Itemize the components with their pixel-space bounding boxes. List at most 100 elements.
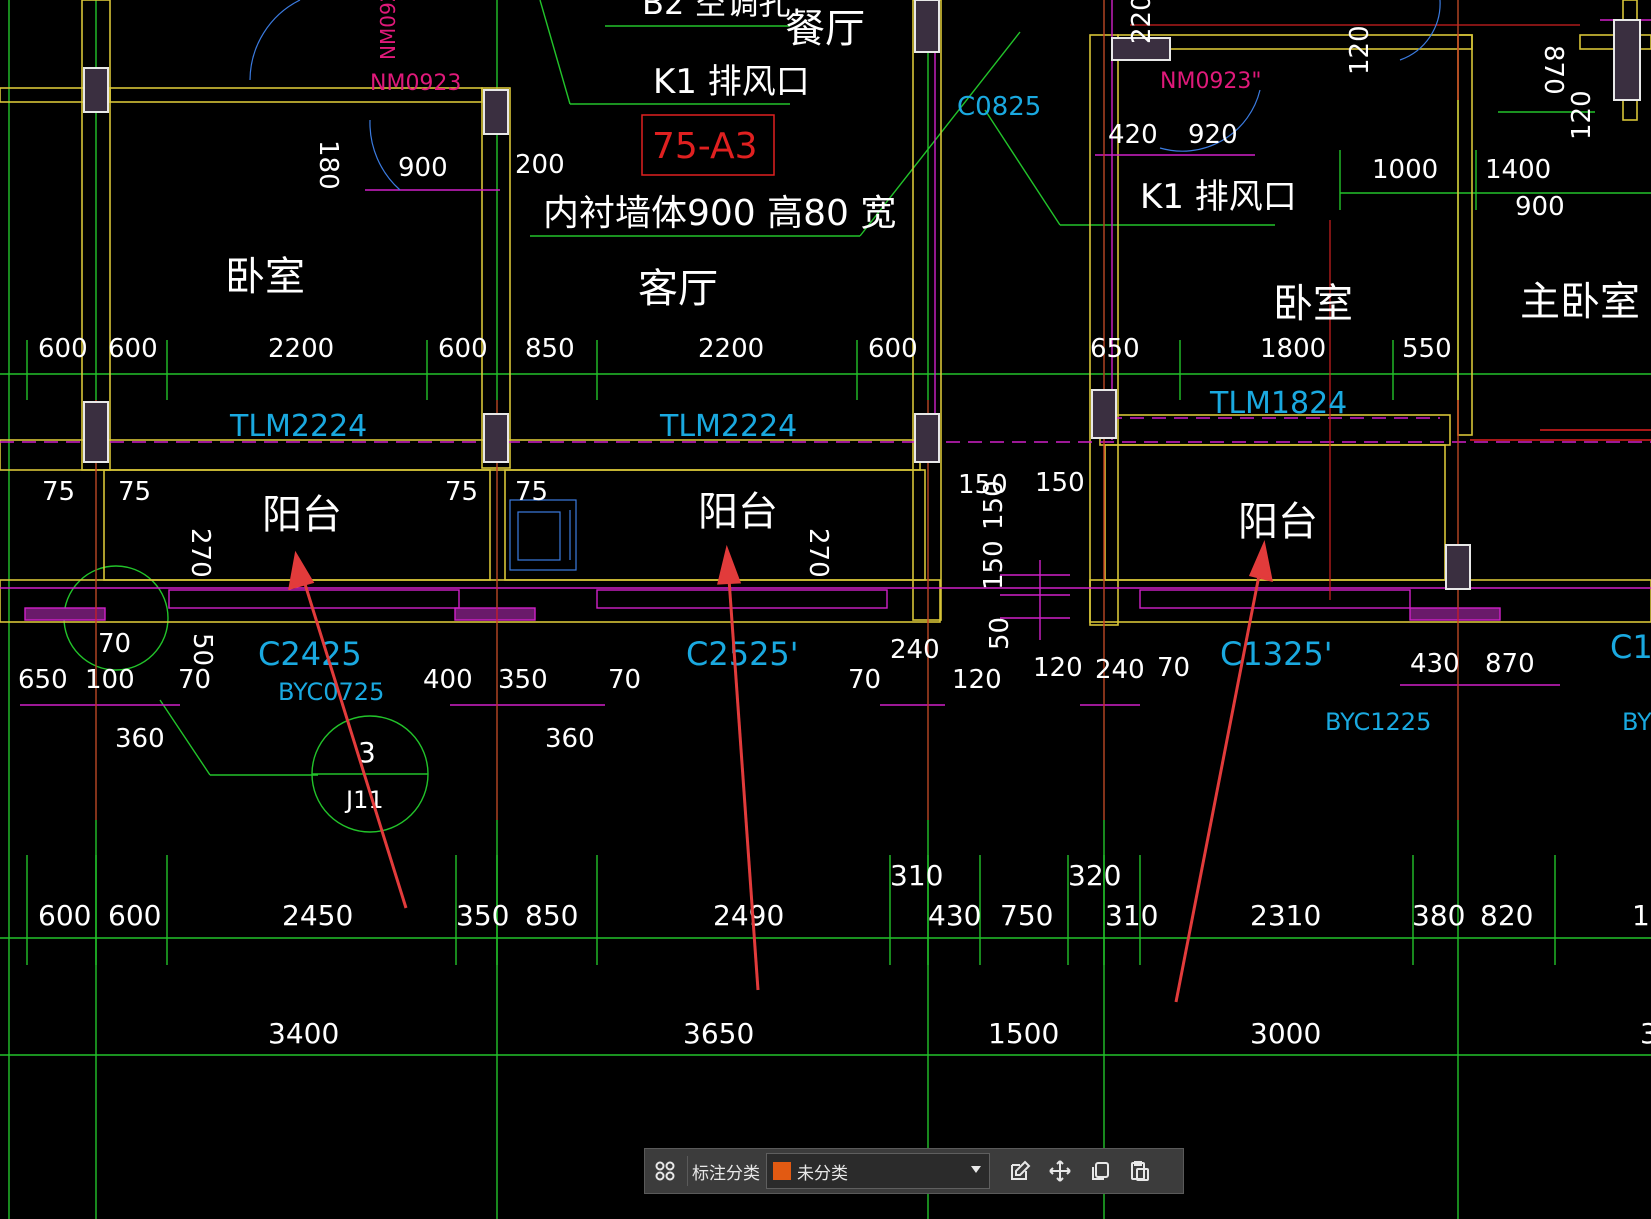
dimension-label: 920 bbox=[1188, 120, 1238, 150]
walls bbox=[0, 0, 1651, 626]
chevron-down-icon bbox=[971, 1166, 981, 1173]
room-label-balcony-1: 阳台 bbox=[262, 492, 342, 538]
dimension-label: 50 bbox=[985, 617, 1015, 650]
annotation-arrows bbox=[288, 540, 1273, 1003]
dimension-label: 360 bbox=[115, 724, 165, 754]
dimension-label: 360 bbox=[545, 724, 595, 754]
label-nm0923-left: NM0923 bbox=[370, 71, 461, 96]
dimension-label: 380 bbox=[1412, 899, 1465, 932]
note-tag-box: 75-A3 bbox=[652, 126, 758, 167]
dimension-label: 3000 bbox=[1250, 1017, 1321, 1050]
dimension-label: 2200 bbox=[268, 334, 334, 364]
window-sills bbox=[0, 0, 1651, 706]
dimension-label: 270 bbox=[185, 528, 215, 578]
dimension-label: 650 bbox=[1090, 334, 1140, 364]
dimension-label: 70 bbox=[608, 665, 641, 695]
note-k1-vent-2: K1 排风口 bbox=[1140, 177, 1297, 217]
dimension-label: 150 bbox=[979, 480, 1009, 530]
dimension-label: 1800 bbox=[1260, 334, 1326, 364]
room-label-dining: 餐厅 bbox=[785, 6, 865, 52]
paste-icon bbox=[1131, 1161, 1149, 1181]
dimension-label: 820 bbox=[1480, 899, 1533, 932]
dimension-label: 310 bbox=[890, 859, 943, 892]
grid-icon bbox=[655, 1161, 675, 1181]
dimension-label: 600 bbox=[38, 899, 91, 932]
dimension-label: 70 bbox=[1157, 653, 1190, 683]
dimension-label: 420 bbox=[1108, 120, 1158, 150]
dimension-label: 120 bbox=[952, 665, 1002, 695]
dimension-label: 2450 bbox=[282, 899, 353, 932]
note-k1-vent-1: K1 排风口 bbox=[653, 62, 810, 102]
dimension-label: 180 bbox=[313, 140, 343, 190]
dimension-label: 240 bbox=[1095, 655, 1145, 685]
dimension-label: 75 bbox=[42, 477, 75, 507]
dimension-label: 120 bbox=[1567, 90, 1597, 140]
dimension-label: 850 bbox=[525, 899, 578, 932]
label-nm0923-right: NM0923" bbox=[1160, 69, 1262, 94]
dimension-label: 120 bbox=[1033, 653, 1083, 683]
dimension-label: 100 bbox=[85, 665, 135, 695]
dimension-label: 150 bbox=[958, 470, 1008, 500]
dimension-label: 75 bbox=[118, 477, 151, 507]
category-label: 标注分类 bbox=[692, 1163, 760, 1183]
door-swings bbox=[249, 0, 1441, 571]
dimension-label: 350 bbox=[498, 665, 548, 695]
dimension-label: 200 bbox=[515, 150, 565, 180]
dimension-label: 2490 bbox=[713, 899, 784, 932]
dimension-label: 600 bbox=[108, 334, 158, 364]
annotation-toolbar: 标注分类 未分类 bbox=[644, 1148, 1184, 1194]
edit-icon bbox=[1011, 1160, 1031, 1180]
dimension-label: 120 bbox=[1345, 25, 1375, 75]
dimension-label: 900 bbox=[398, 153, 448, 183]
dimension-label: 430 bbox=[1410, 649, 1460, 679]
dimension-label: 310 bbox=[1105, 899, 1158, 932]
columns bbox=[83, 0, 1641, 590]
room-label-bedroom-right: 卧室 bbox=[1273, 281, 1353, 327]
dimension-label: 150 bbox=[979, 540, 1009, 590]
dimension-label: 70 bbox=[98, 629, 131, 659]
dimension-label: 50 bbox=[187, 633, 217, 666]
label-c18: C18 bbox=[1610, 628, 1651, 666]
note-lining-wall: 内衬墙体900 高80 宽 bbox=[543, 193, 896, 234]
room-label-living: 客厅 bbox=[638, 266, 718, 312]
copy-button[interactable] bbox=[1080, 1149, 1120, 1193]
room-label-master-bedroom: 主卧室 bbox=[1520, 279, 1640, 325]
label-byc-cut: BYC bbox=[1622, 708, 1651, 736]
dimension-label: 350 bbox=[456, 899, 509, 932]
dimension-label: 850 bbox=[525, 334, 575, 364]
dimension-label: 600 bbox=[38, 334, 88, 364]
paste-button[interactable] bbox=[1120, 1149, 1160, 1193]
dimension-label: 270 bbox=[803, 528, 833, 578]
dimension-label: 550 bbox=[1402, 334, 1452, 364]
dimension-label: 320 bbox=[1068, 859, 1121, 892]
category-color-swatch bbox=[773, 1162, 791, 1180]
label-tlm2224-a: TLM2224 bbox=[229, 409, 367, 444]
detail-callout: 3 J11 bbox=[344, 736, 384, 814]
callout-sheet: J11 bbox=[344, 786, 384, 814]
dimension-label: 75 bbox=[515, 477, 548, 507]
move-button[interactable] bbox=[1040, 1149, 1080, 1193]
label-byc1225: BYC1225 bbox=[1325, 708, 1431, 736]
dimension-label: 400 bbox=[423, 665, 473, 695]
copy-icon bbox=[1092, 1162, 1109, 1180]
dimension-label: 3650 bbox=[683, 1017, 754, 1050]
label-tlm2224-b: TLM2224 bbox=[659, 409, 797, 444]
opening-labels: NM0923 NM0923" NM092 C0825 TLM2224 TLM22… bbox=[229, 0, 1651, 736]
dimension-label: 600 bbox=[868, 334, 918, 364]
label-c0825: C0825 bbox=[957, 92, 1041, 122]
dimension-label: 18 bbox=[1632, 899, 1651, 932]
label-c1325: C1325' bbox=[1220, 635, 1333, 673]
label-c2525: C2525' bbox=[686, 635, 799, 673]
grid-view-button[interactable] bbox=[645, 1149, 685, 1193]
edit-button[interactable] bbox=[1000, 1149, 1040, 1193]
dimension-label: 150 bbox=[1035, 468, 1085, 498]
dimension-label: 600 bbox=[438, 334, 488, 364]
move-icon bbox=[1049, 1160, 1071, 1182]
category-select[interactable]: 未分类 bbox=[766, 1153, 990, 1189]
dimension-label: 900 bbox=[1515, 192, 1565, 222]
dimension-label: 75 bbox=[445, 477, 478, 507]
dimension-label: 870 bbox=[1485, 649, 1535, 679]
